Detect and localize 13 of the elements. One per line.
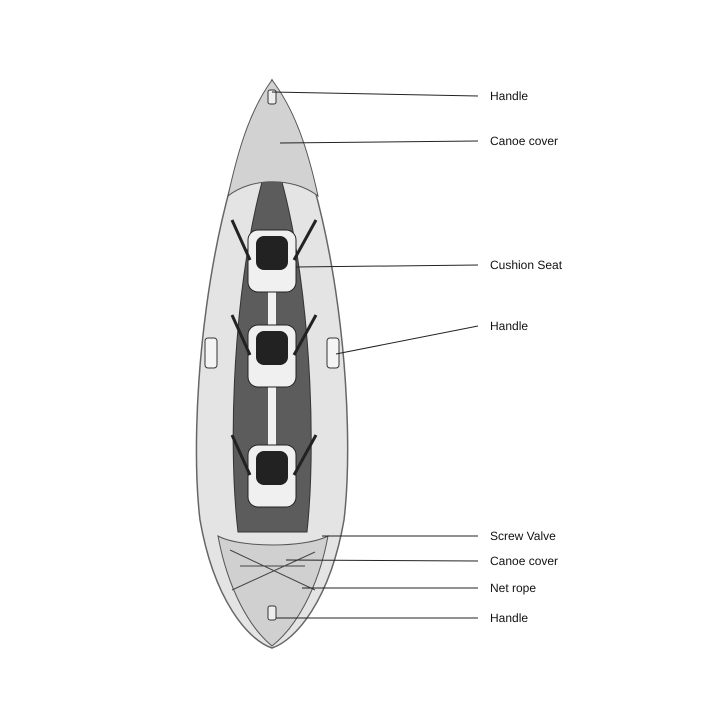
part-label: Screw Valve [490,529,556,543]
part-label: Net rope [490,581,536,595]
leader-line [296,264,478,268]
part-label: Handle [490,319,528,333]
part-label: Handle [490,611,528,625]
part-label: Cushion Seat [490,258,562,272]
leader-line [280,140,478,144]
part-label: Canoe cover [490,134,558,148]
part-label: Handle [490,89,528,103]
leader-line [336,326,478,354]
leader-line [286,560,478,562]
part-label: Canoe cover [490,554,558,568]
leader-line [272,92,478,96]
